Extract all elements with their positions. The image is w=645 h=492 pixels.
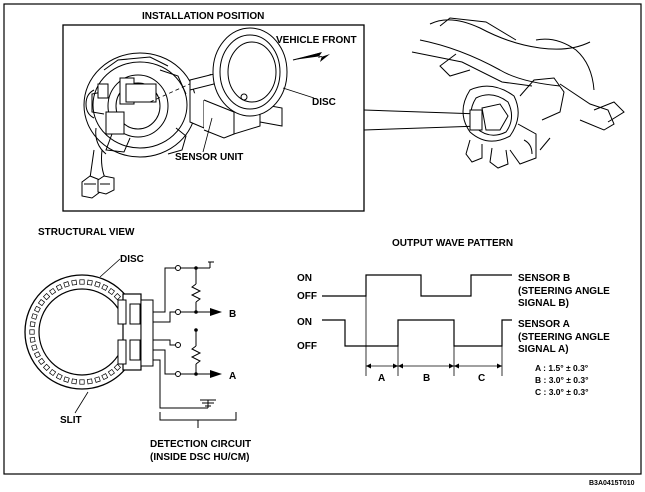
disc-slit [113, 292, 122, 301]
disc-slit [55, 283, 63, 291]
disc-slit [37, 357, 46, 365]
disc-slit [94, 281, 101, 288]
disc-slit [29, 321, 36, 328]
disc-slit [94, 376, 101, 383]
disc-slit [37, 299, 46, 307]
disc-slit [101, 373, 109, 381]
terminal-b-in [175, 309, 181, 315]
slit-leader [74, 391, 89, 414]
detection-circuit-sublabel: (INSIDE DSC HU/CM) [150, 452, 249, 463]
disc-slit [29, 336, 36, 343]
sensor-unit-drawing [81, 52, 197, 199]
disc-slit [86, 378, 93, 385]
sensor-a-label: SENSOR A [518, 319, 570, 330]
structural-view-panel: STRUCTURAL VIEW DISC SLIT [24, 227, 251, 463]
interval-a-label: A [378, 373, 385, 384]
disc-drawing [212, 27, 288, 117]
interval-c-label: C [478, 373, 485, 384]
slotted-disc-outer [24, 274, 140, 390]
installation-inset-frame [62, 24, 365, 212]
arrow-b [210, 308, 222, 316]
node-a [194, 372, 198, 376]
inset-leader-line-1 [363, 109, 481, 115]
detection-wiring [153, 262, 216, 409]
inset-target-box [469, 109, 483, 131]
sensor-a-desc-1: (STEERING ANGLE [518, 332, 610, 343]
disc-leader [282, 87, 315, 99]
node-a-top [194, 328, 198, 332]
detection-bracket [159, 412, 237, 428]
terminal-a-mid [175, 342, 181, 348]
slit-label: SLIT [60, 415, 82, 426]
disc-slit [63, 281, 70, 288]
sensor-b-label: SENSOR B [518, 273, 570, 284]
wave-b-on-label: ON [297, 273, 312, 284]
sensor-unit-leader [202, 117, 213, 153]
output-b-label: B [229, 309, 236, 320]
photo-interrupter-drawing [117, 293, 154, 371]
detection-circuit-label: DETECTION CIRCUIT [150, 439, 251, 450]
disc-slit [101, 283, 109, 291]
wave-title: OUTPUT WAVE PATTERN [392, 238, 513, 249]
disc-slit [31, 313, 38, 320]
structural-title: STRUCTURAL VIEW [38, 227, 135, 238]
node-top [194, 266, 198, 270]
interval-markers [365, 296, 503, 376]
disc-slit [29, 329, 35, 335]
disc-slit [107, 287, 115, 296]
disc-slit [49, 368, 57, 377]
sensor-a-waveform [322, 319, 512, 347]
disc-slit [42, 363, 51, 372]
figure-code: B3A0415T010 [589, 480, 635, 487]
disc-slit [42, 292, 51, 301]
terminal-a-in [175, 371, 181, 377]
sensor-b-desc-1: (STEERING ANGLE [518, 286, 610, 297]
disc-slit [33, 351, 41, 359]
legend-a: A : 1.5° ± 0.3° [535, 363, 589, 373]
installation-title: INSTALLATION POSITION [142, 11, 264, 22]
disc-slit [55, 373, 63, 381]
inset-leader-line-2 [363, 125, 481, 131]
sensor-unit-label: SENSOR UNIT [175, 152, 243, 163]
legend-c: C : 3.0° ± 0.3° [535, 387, 589, 397]
disc-slit [31, 344, 38, 351]
disc-slit [79, 279, 85, 285]
structural-disc-leader [99, 258, 121, 278]
slotted-disc-inner [38, 288, 126, 376]
disc-slit [79, 379, 85, 385]
disc-slit [107, 368, 115, 377]
disc-slit [71, 279, 78, 286]
disc-slit [86, 279, 93, 286]
installation-position-panel: INSTALLATION POSITION [62, 11, 365, 212]
disc-slit [33, 305, 41, 313]
disc-slit [49, 287, 57, 296]
wave-a-off-label: OFF [297, 341, 317, 352]
disc-slits [29, 279, 122, 385]
sensor-a-desc-2: SIGNAL A) [518, 344, 569, 355]
outer-frame [3, 3, 642, 475]
steering-column-drawing [411, 17, 625, 169]
arrow-a [210, 370, 222, 378]
output-wave-panel: OUTPUT WAVE PATTERN ON OFF ON OFF A B C … [297, 238, 610, 397]
node-b [194, 310, 198, 314]
wave-b-off-label: OFF [297, 291, 317, 302]
output-a-label: A [229, 371, 236, 382]
terminal-top [175, 265, 181, 271]
interval-b-label: B [423, 373, 430, 384]
disc-label: DISC [312, 97, 336, 108]
vehicle-front-arrow [293, 52, 330, 62]
sensor-b-waveform [322, 274, 512, 297]
disc-slit [113, 363, 122, 372]
sensor-b-desc-2: SIGNAL B) [518, 298, 569, 309]
disc-slit [71, 378, 78, 385]
interval-arrowheads [366, 363, 502, 369]
wave-a-on-label: ON [297, 317, 312, 328]
legend-b: B : 3.0° ± 0.3° [535, 375, 589, 385]
vehicle-front-label: VEHICLE FRONT [276, 35, 357, 46]
structural-disc-label: DISC [120, 254, 144, 265]
disc-slit [63, 376, 70, 383]
